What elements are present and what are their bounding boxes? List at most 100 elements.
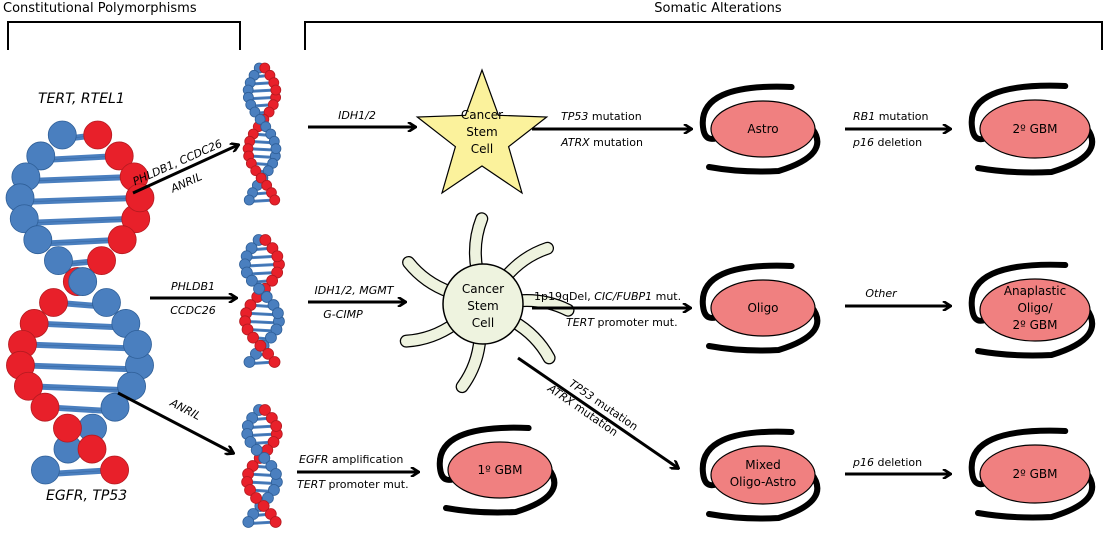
dna-bead-blue [9, 204, 39, 234]
large-dna-bottom-label: EGFR, TP53 [46, 488, 127, 504]
dna-bead-red [53, 413, 82, 443]
dna-bead-blue [243, 194, 255, 206]
dna-bead-red [14, 371, 43, 401]
tumor-swoosh [436, 424, 532, 483]
dna-bead-red [247, 331, 259, 344]
tumor-body [447, 441, 553, 499]
node-text: 2º GBM [1013, 318, 1058, 332]
arrow-label: G-CIMP [323, 308, 363, 321]
dna-bead-red [267, 436, 280, 448]
header-somatic: Somatic Alterations [654, 1, 782, 16]
dna-bead-red [250, 492, 262, 504]
dna-bead-red [83, 120, 113, 150]
node-text: Cell [472, 316, 494, 330]
tumor-swoosh [443, 465, 558, 516]
dna-bead-red [271, 250, 284, 263]
dna-bead-red [257, 500, 270, 512]
arrow-label: TERT promoter mut. [297, 478, 409, 491]
dna-bead-blue [242, 516, 255, 528]
cell-process [456, 333, 486, 392]
dna-bead-red [125, 183, 155, 213]
tumor-swoosh [968, 82, 1069, 143]
tumor-swoosh [968, 261, 1069, 324]
arrow-label: TERT promoter mut. [566, 316, 678, 329]
cell-process [470, 213, 488, 275]
dna-bead-red [254, 339, 267, 352]
arrow-to-dna-bottom [117, 391, 233, 453]
tumor-body [979, 278, 1091, 342]
tumor-body [979, 444, 1091, 504]
dna-bead-blue [249, 106, 261, 118]
node-text: Stem [467, 299, 498, 313]
dna-bead-blue [100, 392, 130, 422]
tumor-body [710, 100, 816, 158]
tumor-gbm2-bottom [968, 427, 1096, 521]
dna-rung-edge [22, 344, 138, 349]
dna-bead-red [269, 194, 281, 206]
dna-bead-red [30, 392, 60, 422]
dna-bead-blue [243, 356, 256, 368]
dna-bead-blue [270, 468, 282, 480]
node-text: Anaplastic [1004, 284, 1066, 298]
tumor-swoosh [975, 124, 1096, 176]
large-dna-top-label: TERT, RTEL1 [38, 91, 125, 107]
arrow-cell-to-mixed [517, 356, 678, 468]
tumor-gbm1 [436, 424, 558, 516]
node-text: Astro [747, 122, 778, 136]
dna-rung-edge [20, 197, 140, 203]
dna-bead-red [262, 347, 275, 360]
arrow-label: IDH1/2 [338, 109, 376, 122]
dna-bead-red [39, 288, 68, 317]
dna-bead-blue [92, 288, 121, 317]
arrow-label: CCDC26 [170, 304, 216, 317]
node-text: Stem [466, 125, 497, 139]
node-text: Mixed [745, 458, 780, 472]
dna-bead-red [268, 356, 281, 368]
tumor-swoosh [699, 262, 795, 321]
dna-bead-blue [268, 484, 280, 496]
bracket-constitutional [7, 21, 241, 50]
tumor-body [710, 279, 816, 337]
dna-rung-edge [24, 218, 136, 224]
dna-rung-edge [34, 323, 126, 328]
tumor-oligo [699, 262, 821, 354]
dna-bead-red [100, 455, 129, 485]
tumor-astro [699, 83, 821, 175]
tumor-gbm2-top [968, 82, 1096, 176]
tumor-body [710, 445, 816, 505]
dna-rung-edge [25, 176, 135, 182]
dna-rung-edge [28, 385, 132, 391]
dna-bead-blue [244, 436, 257, 448]
node-text: Oligo [747, 301, 778, 315]
dna-bead-blue [23, 225, 53, 255]
dna-bead-red [259, 404, 271, 416]
tumor-swoosh [706, 124, 821, 175]
dna-bead-red [77, 434, 107, 464]
dna-bead-red [87, 246, 116, 276]
dna-bead-blue [254, 113, 266, 125]
tumor-swoosh [699, 428, 795, 489]
tumor-swoosh [706, 470, 821, 522]
small-dna-bottom-icon [241, 404, 283, 528]
dna-bead-red [104, 141, 134, 171]
dna-bead-blue [270, 323, 283, 336]
dna-rung-edge [20, 365, 140, 370]
dna-bead-blue [271, 307, 284, 320]
node-text: Oligo-Astro [730, 475, 797, 489]
tumor-swoosh [975, 305, 1096, 359]
header-constitutional: Constitutional Polymorphisms [3, 1, 197, 16]
tumor-mixed [699, 428, 821, 522]
node-text: Cancer [461, 108, 503, 122]
node-text: 1º GBM [478, 463, 523, 477]
dna-bead-red [270, 420, 283, 432]
arrow-label: TP53 mutation [561, 110, 642, 123]
node-text: Cancer [462, 282, 504, 296]
dna-bead-red [107, 225, 137, 255]
arrow-label: EGFR amplification [299, 453, 403, 466]
arrow-label: Other [865, 287, 898, 300]
arrow-label: PHLDB1 [171, 280, 215, 293]
dna-bead-red [266, 274, 279, 287]
bracket-somatic [304, 21, 1103, 50]
dna-bead-red [269, 516, 282, 528]
